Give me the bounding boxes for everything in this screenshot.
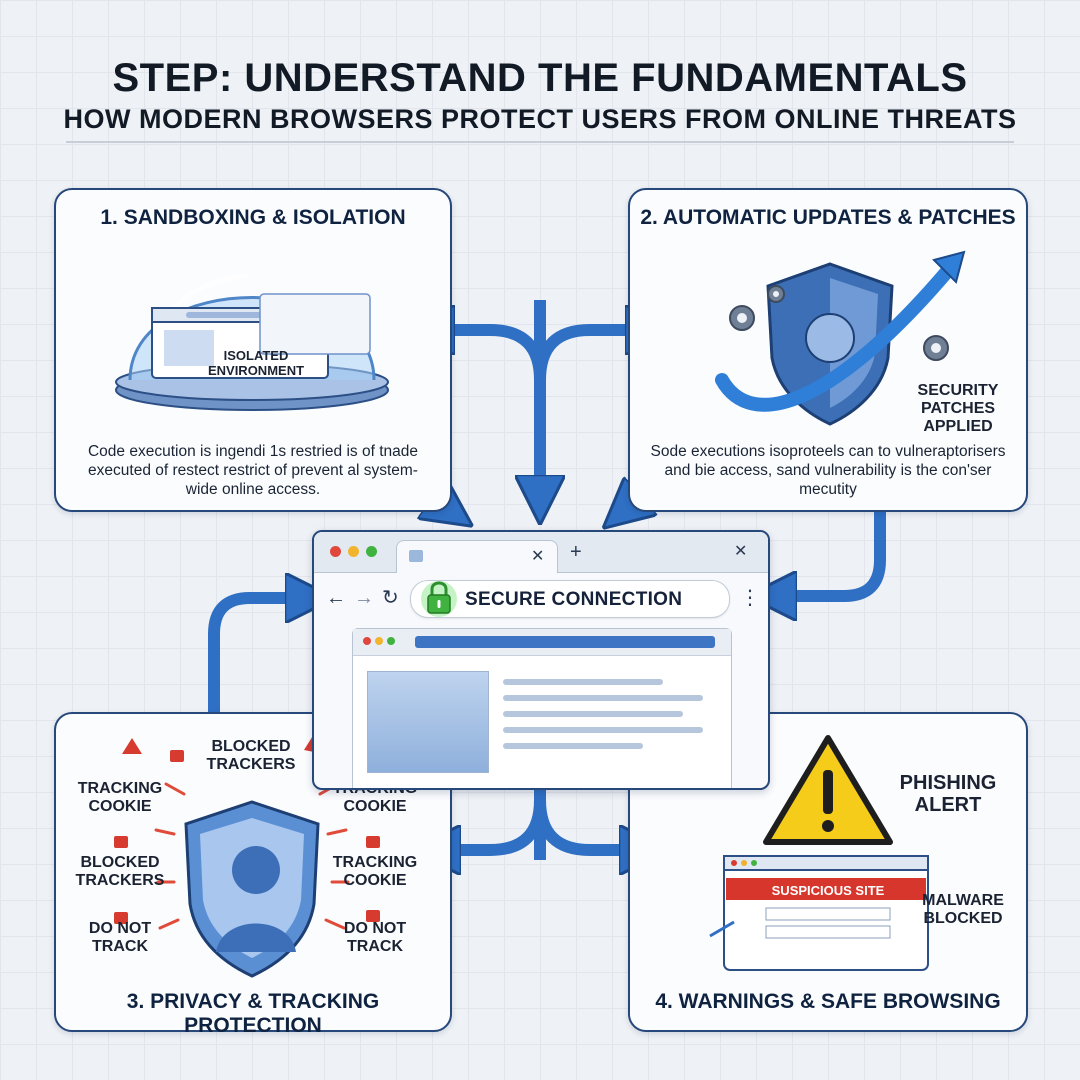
preview-url-bar xyxy=(415,636,715,648)
page-title: STEP: UNDERSTAND THE FUNDAMENTALS xyxy=(112,56,968,100)
preview-text-line xyxy=(503,743,643,749)
preview-dot-icon xyxy=(387,637,395,645)
browser-toolbar: ← → ↻ SECURE CONNECTION ⋮ xyxy=(314,572,768,624)
tab-favicon-icon xyxy=(409,550,423,562)
page-preview xyxy=(352,628,732,788)
panel-updates: 2. AUTOMATIC UPDATES & PATCHES SECURITY … xyxy=(628,188,1028,512)
preview-image xyxy=(367,671,489,773)
warning-illustration xyxy=(709,735,929,971)
security-patches-label: SECURITY PATCHES APPLIED xyxy=(917,382,999,435)
forward-arrow-icon[interactable]: → xyxy=(354,587,374,609)
suspicious-site-banner: SUSPICIOUS SITE xyxy=(771,883,885,898)
tracking-cookie-label-right-2: TRACKING COOKIE xyxy=(332,854,418,889)
window-close-icon[interactable]: ✕ xyxy=(734,543,748,560)
center-browser-window: ✕ + ✕ ← → ↻ SECURE CONNECTION ⋮ xyxy=(312,530,770,790)
preview-text-line xyxy=(503,727,703,733)
do-not-track-label-right: DO NOT TRACK xyxy=(343,920,407,955)
back-arrow-icon[interactable]: ← xyxy=(326,587,346,609)
arrow-bottom-right xyxy=(534,799,644,850)
address-bar[interactable]: SECURE CONNECTION xyxy=(410,580,730,618)
tracking-cookie-label-left: TRACKING COOKIE xyxy=(77,780,163,815)
panel-title-sandboxing: 1. SANDBOXING & ISOLATION xyxy=(100,206,406,229)
browser-titlebar: ✕ + ✕ xyxy=(314,532,768,573)
shield-update-illustration xyxy=(715,250,966,426)
updates-description: Sode executions isoproteels can to vulne… xyxy=(650,443,1006,498)
preview-dot-icon xyxy=(375,637,383,645)
dome-label: ISOLATED ENVIRONMENT xyxy=(207,348,305,378)
panel-title-privacy: 3. PRIVACY & TRACKING PROTECTION xyxy=(126,990,380,1037)
panel-title-updates: 2. AUTOMATIC UPDATES & PATCHES xyxy=(640,206,1016,229)
close-dot-icon[interactable] xyxy=(330,546,341,557)
title-divider xyxy=(66,141,1014,143)
privacy-shield-illustration xyxy=(114,734,380,978)
preview-text-line xyxy=(503,711,683,717)
page-subtitle: HOW MODERN BROWSERS PROTECT USERS FROM O… xyxy=(63,104,1017,134)
glass-dome-illustration xyxy=(115,273,389,411)
phishing-alert-label: PHISHING ALERT xyxy=(899,772,997,816)
malware-blocked-label: MALWARE BLOCKED xyxy=(922,892,1004,927)
arrow-right-loop xyxy=(772,512,886,596)
panel-privacy: BLOCKED TRACKERS TRACKING COOKIE TRACKIN… xyxy=(54,712,452,1037)
tab-close-icon[interactable]: ✕ xyxy=(531,548,545,565)
preview-text-line xyxy=(503,695,703,701)
preview-text-line xyxy=(503,679,663,685)
panel-sandboxing: 1. SANDBOXING & ISOLATION ISOLATED ENVIR… xyxy=(54,188,452,512)
blocked-trackers-label-left: BLOCKED TRACKERS xyxy=(75,854,165,889)
new-tab-icon[interactable]: + xyxy=(570,541,582,563)
do-not-track-label-left: DO NOT TRACK xyxy=(88,920,152,955)
menu-kebab-icon[interactable]: ⋮ xyxy=(740,587,760,609)
browser-tab[interactable]: ✕ xyxy=(396,540,558,573)
preview-dot-icon xyxy=(363,637,371,645)
reload-icon[interactable]: ↻ xyxy=(382,587,399,609)
minimize-dot-icon[interactable] xyxy=(348,546,359,557)
address-text: SECURE CONNECTION xyxy=(465,589,683,610)
blocked-trackers-label-top: BLOCKED TRACKERS xyxy=(206,738,296,773)
maximize-dot-icon[interactable] xyxy=(366,546,377,557)
page-preview-bar xyxy=(353,629,731,656)
sandboxing-description: Code execution is ingendi 1s restried is… xyxy=(87,443,418,498)
green-lock-icon xyxy=(421,581,457,617)
arrow-left-loop xyxy=(208,598,310,712)
panel-title-warnings: 4. WARNINGS & SAFE BROWSING xyxy=(655,990,1001,1013)
